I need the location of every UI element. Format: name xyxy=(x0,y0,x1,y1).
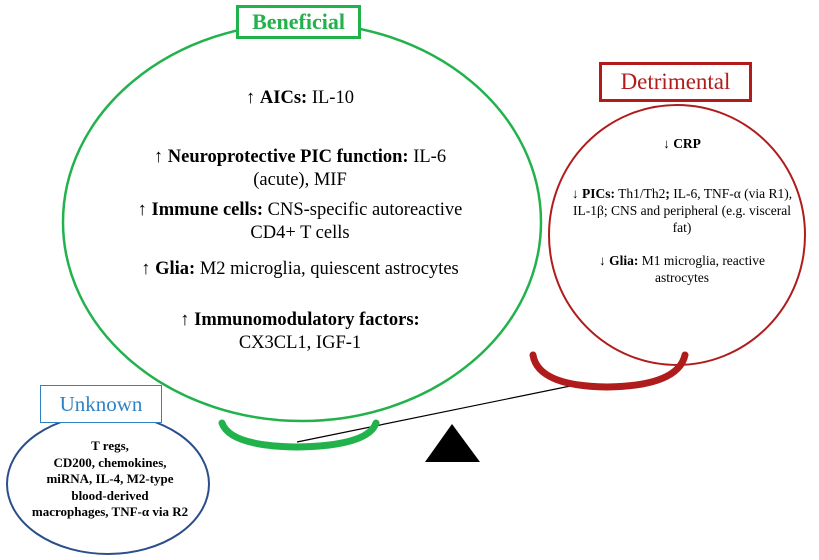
up-arrow-icon: ↑ xyxy=(137,200,147,220)
item-label: Glia: xyxy=(609,253,639,268)
unknown-title: Unknown xyxy=(40,385,162,423)
item-label: PICs: xyxy=(581,186,615,201)
unknown-line: T regs, xyxy=(91,438,129,453)
beneficial-pan xyxy=(218,419,380,451)
beneficial-item-aics: ↑ AICs: IL-10 xyxy=(80,87,520,110)
down-arrow-icon: ↓ xyxy=(598,253,606,268)
item-text: CD4+ T cells xyxy=(250,223,350,243)
item-text: (acute), MIF xyxy=(253,170,347,190)
item-text: fat) xyxy=(672,220,692,235)
unknown-line: miRNA, IL-4, M2-type xyxy=(46,471,174,486)
item-label: Immunomodulatory factors: xyxy=(194,310,420,330)
beneficial-item-immune: ↑ Immune cells: CNS-specific autoreactiv… xyxy=(80,199,520,245)
item-text: IL-10 xyxy=(307,88,354,108)
up-arrow-icon: ↑ xyxy=(246,88,256,108)
detrimental-item-crp: ↓ CRP xyxy=(555,135,809,152)
detrimental-item-glia: ↓ Glia: M1 microglia, reactive astrocyte… xyxy=(555,252,809,286)
unknown-line: macrophages, TNF-α via R2 xyxy=(31,504,189,519)
item-text: IL-1β; CNS and peripheral (e.g. visceral xyxy=(573,203,791,218)
item-label: CRP xyxy=(673,136,701,151)
up-arrow-icon: ↑ xyxy=(141,259,151,279)
fulcrum-triangle xyxy=(425,424,480,462)
unknown-line: blood-derived xyxy=(71,487,149,503)
detrimental-pan xyxy=(529,351,689,391)
up-arrow-icon: ↑ xyxy=(180,310,190,330)
item-text: CX3CL1, IGF-1 xyxy=(238,333,362,353)
item-label: AICs: xyxy=(259,88,308,108)
item-text: M1 microglia, reactive xyxy=(638,253,766,268)
detrimental-item-pics: ↓ PICs: Th1/Th2; IL-6, TNF-α (via R1), I… xyxy=(555,185,809,236)
beneficial-item-immunomodulatory: ↑ Immunomodulatory factors: CX3CL1, IGF-… xyxy=(80,309,520,355)
up-arrow-icon: ↑ xyxy=(153,147,164,167)
item-text: CNS-specific autoreactive xyxy=(263,200,463,220)
item-label: Glia: xyxy=(155,259,196,279)
item-label: Neuroprotective PIC function: xyxy=(167,147,409,167)
beneficial-item-glia: ↑ Glia: M2 microglia, quiescent astrocyt… xyxy=(80,258,520,281)
down-arrow-icon: ↓ xyxy=(663,136,670,151)
item-text: IL-6 xyxy=(408,147,447,167)
item-text: M2 microglia, quiescent astrocytes xyxy=(195,259,459,279)
detrimental-ellipse xyxy=(548,104,806,366)
beneficial-title: Beneficial xyxy=(236,5,361,39)
item-label: Immune cells: xyxy=(151,200,264,220)
item-label: ; xyxy=(665,186,670,201)
unknown-list: T regs, CD200, chemokines, miRNA, IL-4, … xyxy=(12,438,208,521)
item-text: astrocytes xyxy=(655,270,709,285)
down-arrow-icon: ↓ xyxy=(571,186,579,201)
item-text: IL-6, TNF-α (via R1), xyxy=(669,186,793,201)
balance-beam xyxy=(296,382,586,443)
beneficial-item-pic: ↑ Neuroprotective PIC function: IL-6 (ac… xyxy=(80,146,520,192)
detrimental-title: Detrimental xyxy=(599,62,752,102)
unknown-line: CD200, chemokines, xyxy=(53,454,167,470)
item-text: Th1/Th2 xyxy=(614,186,666,201)
